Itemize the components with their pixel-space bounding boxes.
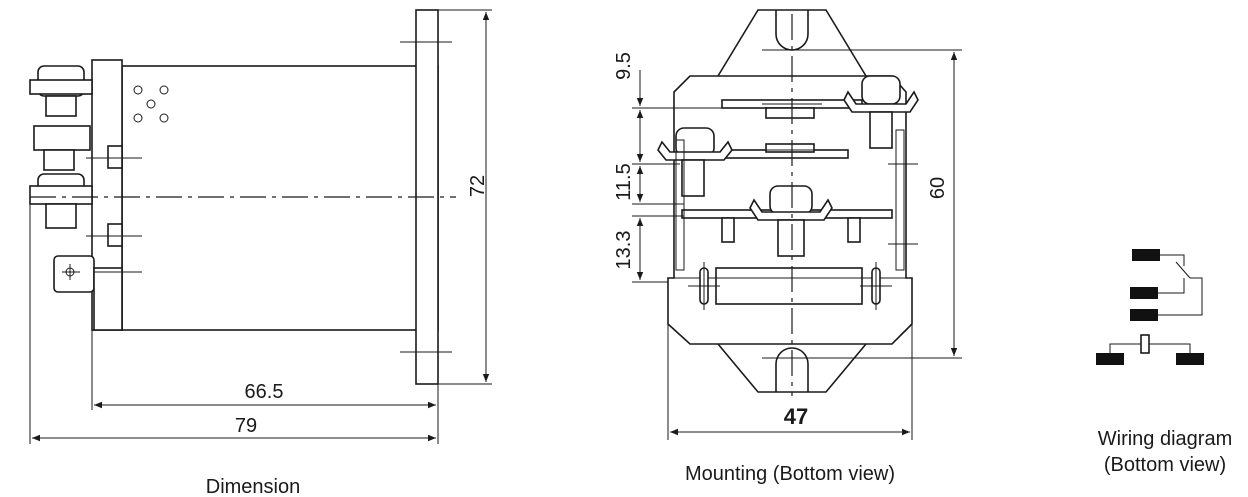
dim-lower-offset-label: 13.3: [613, 231, 635, 270]
dim-middle-offset-label: 11.5: [613, 163, 635, 200]
label-window: [715, 267, 863, 305]
wiring-caption-line1: Wiring diagram: [1098, 428, 1232, 450]
dim-height-label: 72: [467, 175, 489, 197]
dim-width-overall-label: 79: [235, 415, 257, 437]
terminal-block-4: [1096, 353, 1124, 365]
coil-symbol: [1140, 334, 1150, 354]
dim-width-label-mounting: 47: [784, 404, 808, 429]
dimension-view: 72 66.5 79 Dimension: [29, 9, 492, 497]
switch-contact: [1160, 254, 1185, 266]
dim-height-label-mounting: 60: [927, 177, 949, 199]
mounting-view: 9.5 11.5 13.3 60 47 Mounting (Bottom vie…: [613, 9, 962, 485]
dim-top-offset-label: 9.5: [613, 52, 635, 80]
quick-connect-tab: [53, 255, 142, 331]
terminal-block-2: [1130, 287, 1158, 299]
terminal-block-3: [1130, 309, 1158, 321]
vent-holes: [133, 85, 169, 123]
wiring-caption-line2: (Bottom view): [1104, 454, 1226, 476]
top-flange: [717, 9, 867, 77]
terminal-block-1: [1132, 249, 1160, 261]
dim-width-inner-label: 66.5: [245, 381, 284, 403]
relay-body: [121, 65, 439, 331]
terminal-block-5: [1176, 353, 1204, 365]
dimension-caption: Dimension: [206, 476, 300, 497]
terminal-screw-top: [29, 65, 93, 117]
terminal-screw-middle: [33, 125, 142, 171]
terminal-clamp-right: [843, 75, 919, 149]
terminal-clamp-left: [657, 127, 733, 197]
mounting-caption: Mounting (Bottom view): [685, 463, 895, 485]
wiring-view: Wiring diagram (Bottom view): [1096, 249, 1232, 476]
terminal-screw-center: [29, 173, 142, 247]
terminal-clamp-center: [749, 185, 833, 257]
